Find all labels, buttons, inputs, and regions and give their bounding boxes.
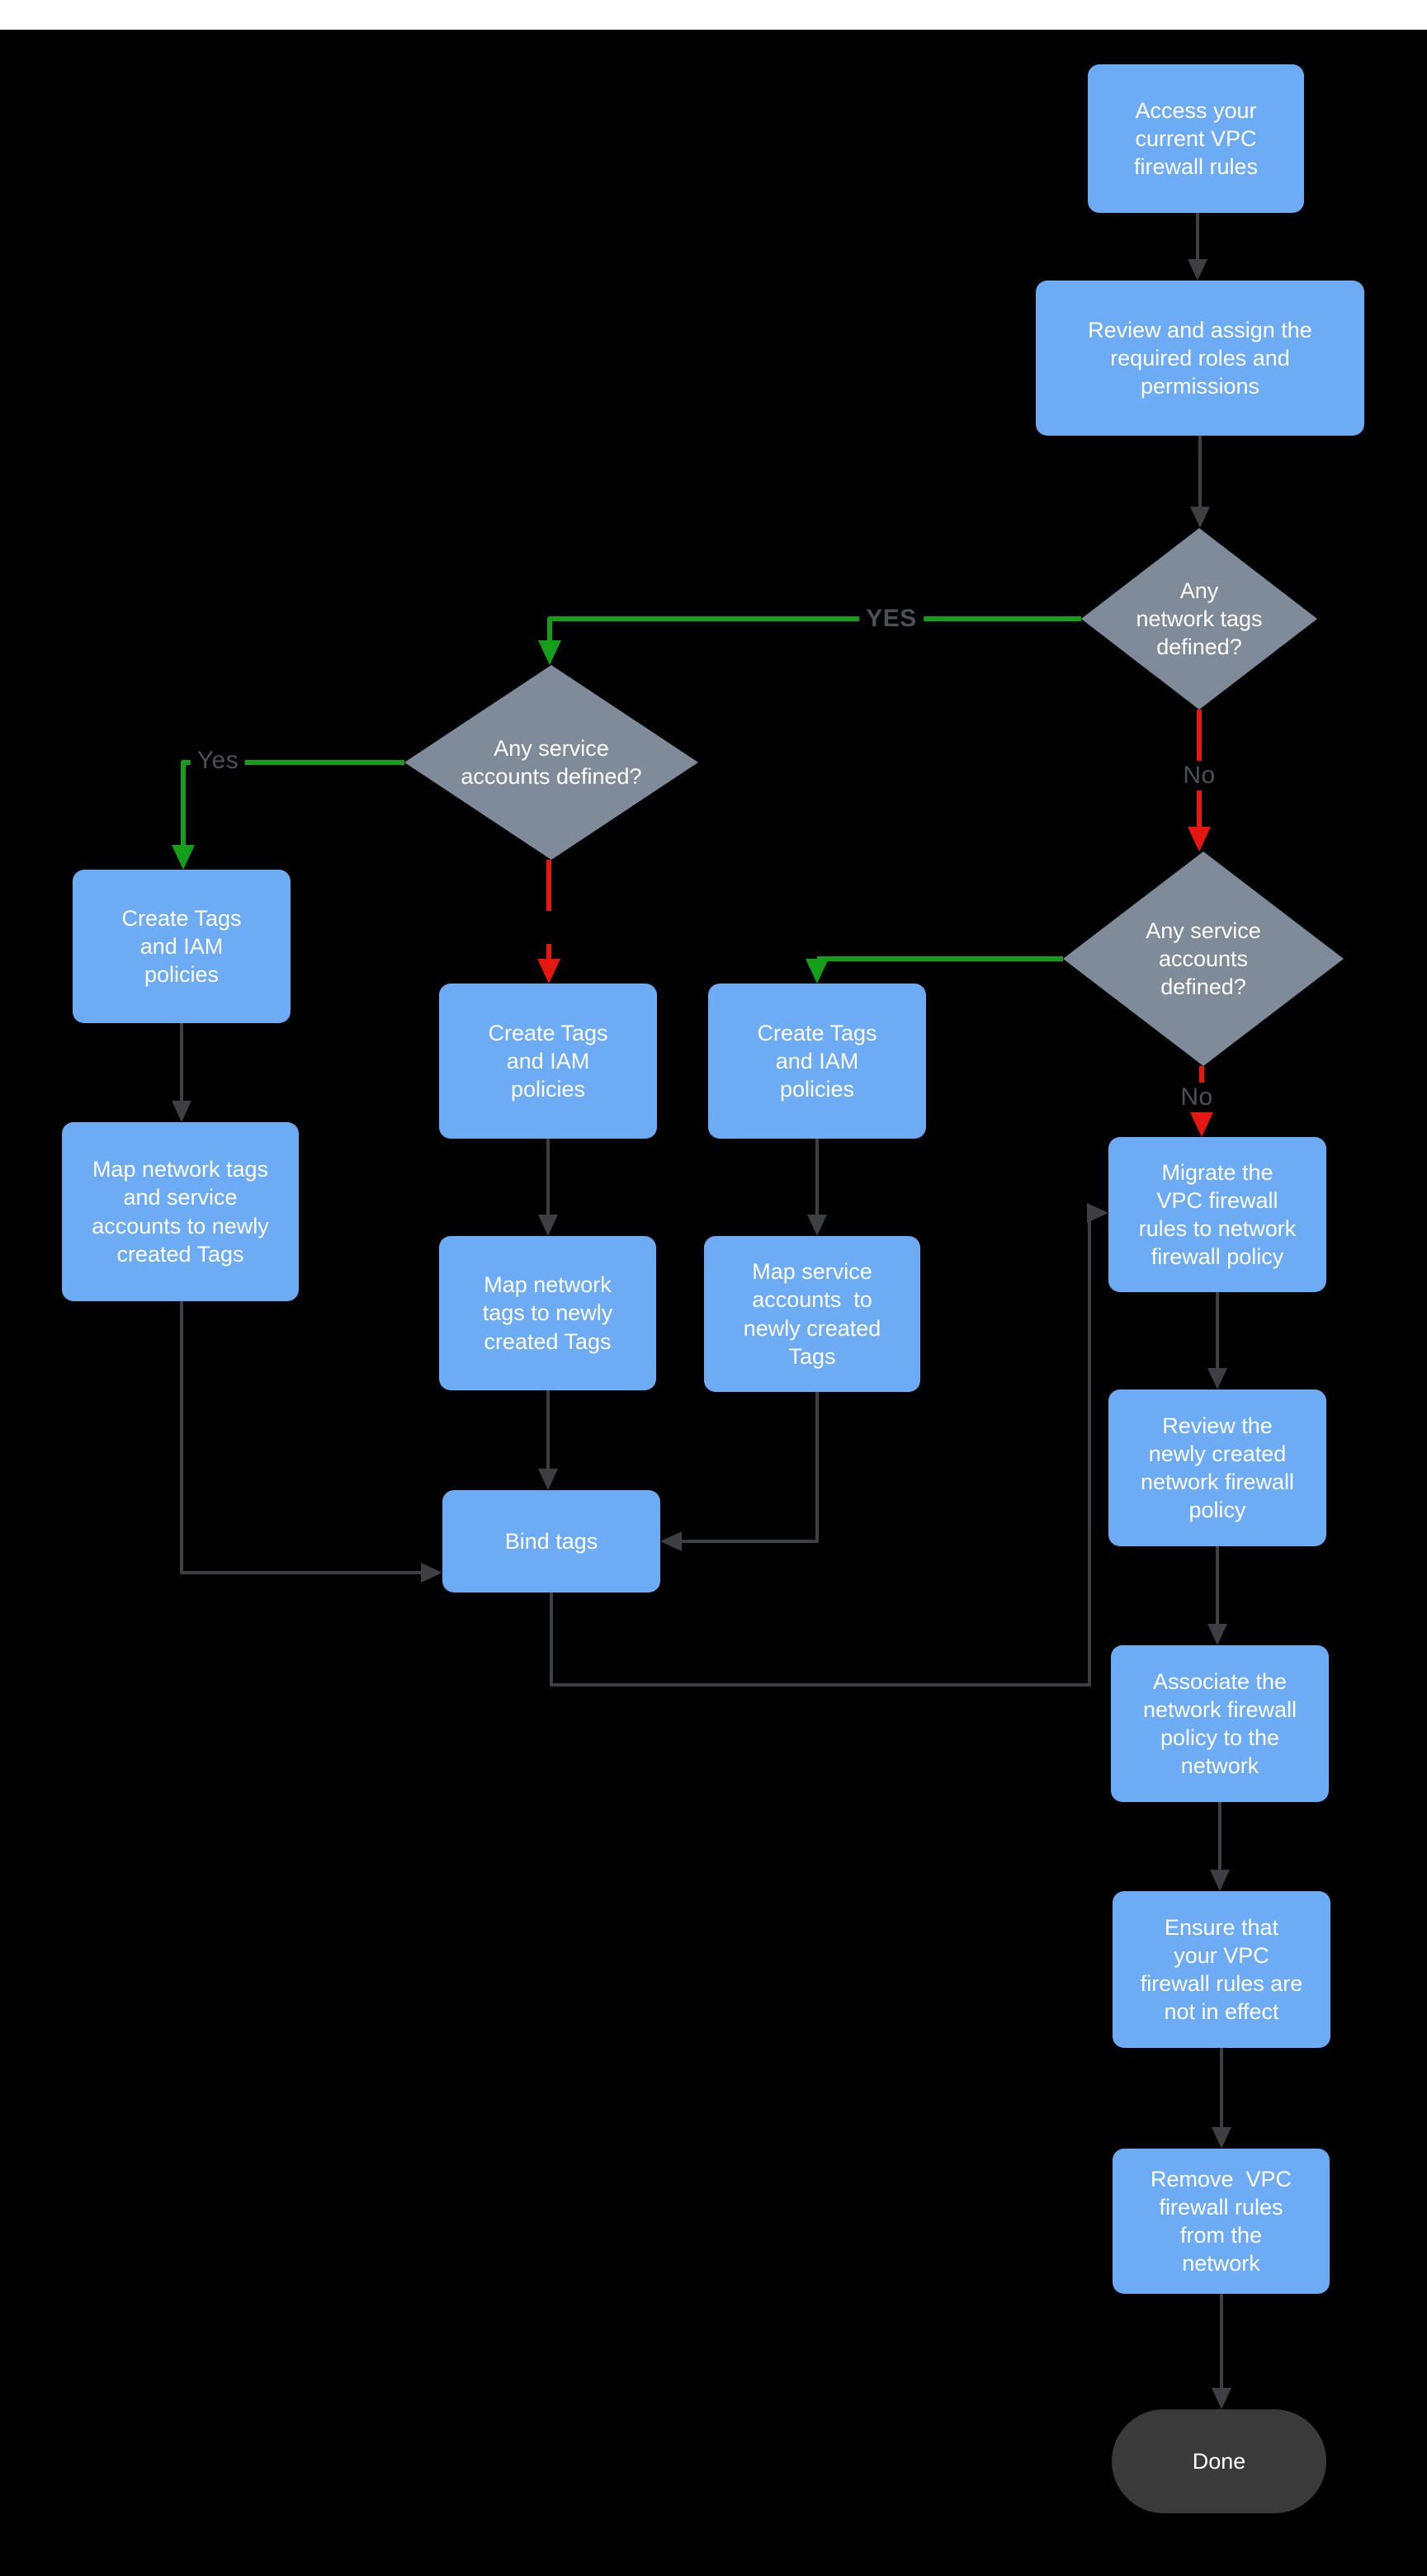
node-map-network-tags: Map network tags to newly created Tags [439, 1236, 656, 1390]
node-create-tags-iam-middle: Create Tags and IAM policies [439, 984, 657, 1139]
arrowhead-review-to-network-tags [1190, 507, 1210, 528]
node-bind-tags: Bind tags [442, 1490, 660, 1592]
arrowhead-service-right-yes [806, 959, 829, 984]
arrowhead-right2-to-bind [660, 1531, 682, 1551]
arrowhead-network-tags-no [1188, 827, 1211, 852]
node-review-assign-roles: Review and assign the required roles and… [1036, 281, 1364, 436]
node-done: Done [1112, 2409, 1326, 2513]
edge-label-service-left-yes: Yes [190, 746, 246, 776]
edge-label-network-tags-yes: YES [859, 604, 924, 634]
arrowhead-network-tags-yes [538, 640, 561, 665]
arrowhead-service-right-no [1190, 1112, 1213, 1137]
edge-label-network-tags-no: No [1176, 761, 1222, 790]
node-create-tags-iam-right: Create Tags and IAM policies [708, 984, 926, 1139]
arrowhead-associate-to-ensure [1210, 1870, 1230, 1891]
node-ensure-rules-not-in-effect: Ensure that your VPC firewall rules are … [1113, 1891, 1330, 2048]
node-create-tags-iam-left: Create Tags and IAM policies [73, 870, 291, 1023]
arrowhead-migrate-to-review-policy [1207, 1368, 1227, 1389]
node-remove-vpc-rules: Remove VPC firewall rules from the netwo… [1113, 2149, 1330, 2294]
arrowhead-remove-to-done [1212, 2388, 1231, 2409]
arrowhead-left2-to-bind [421, 1563, 442, 1583]
arrowhead-mid2-to-bind [538, 1469, 558, 1490]
node-map-network-tags-and-service-accounts: Map network tags and service accounts to… [62, 1122, 299, 1301]
arrowhead-left1-to-left2 [172, 1101, 191, 1122]
top-bar [0, 0, 1427, 30]
arrowhead-bind-to-migrate [1087, 1203, 1108, 1223]
node-associate-policy: Associate the network firewall policy to… [1111, 1645, 1329, 1802]
edge-label-service-right-no: No [1174, 1083, 1220, 1112]
node-map-service-accounts: Map service accounts to newly created Ta… [704, 1236, 920, 1392]
edge-left2-to-bind [180, 1301, 421, 1574]
arrowhead-review-policy-to-associate [1207, 1624, 1227, 1645]
arrowhead-right1-to-right2 [807, 1215, 827, 1236]
arrowhead-mid1-to-mid2 [538, 1215, 558, 1236]
arrowhead-service-left-no-b [537, 959, 560, 984]
arrowhead-access-to-review [1188, 259, 1207, 281]
arrowhead-ensure-to-remove [1212, 2127, 1231, 2149]
node-access-current-vpc-rules: Access your current VPC firewall rules [1088, 64, 1304, 213]
node-review-new-policy: Review the newly created network firewal… [1108, 1389, 1326, 1546]
edge-service-left-yes [181, 760, 404, 845]
node-migrate-vpc-rules: Migrate the VPC firewall rules to networ… [1108, 1137, 1326, 1292]
arrowhead-service-left-yes [172, 845, 195, 870]
edge-network-tags-yes [547, 616, 1081, 640]
edge-right2-to-bind [682, 1392, 819, 1543]
